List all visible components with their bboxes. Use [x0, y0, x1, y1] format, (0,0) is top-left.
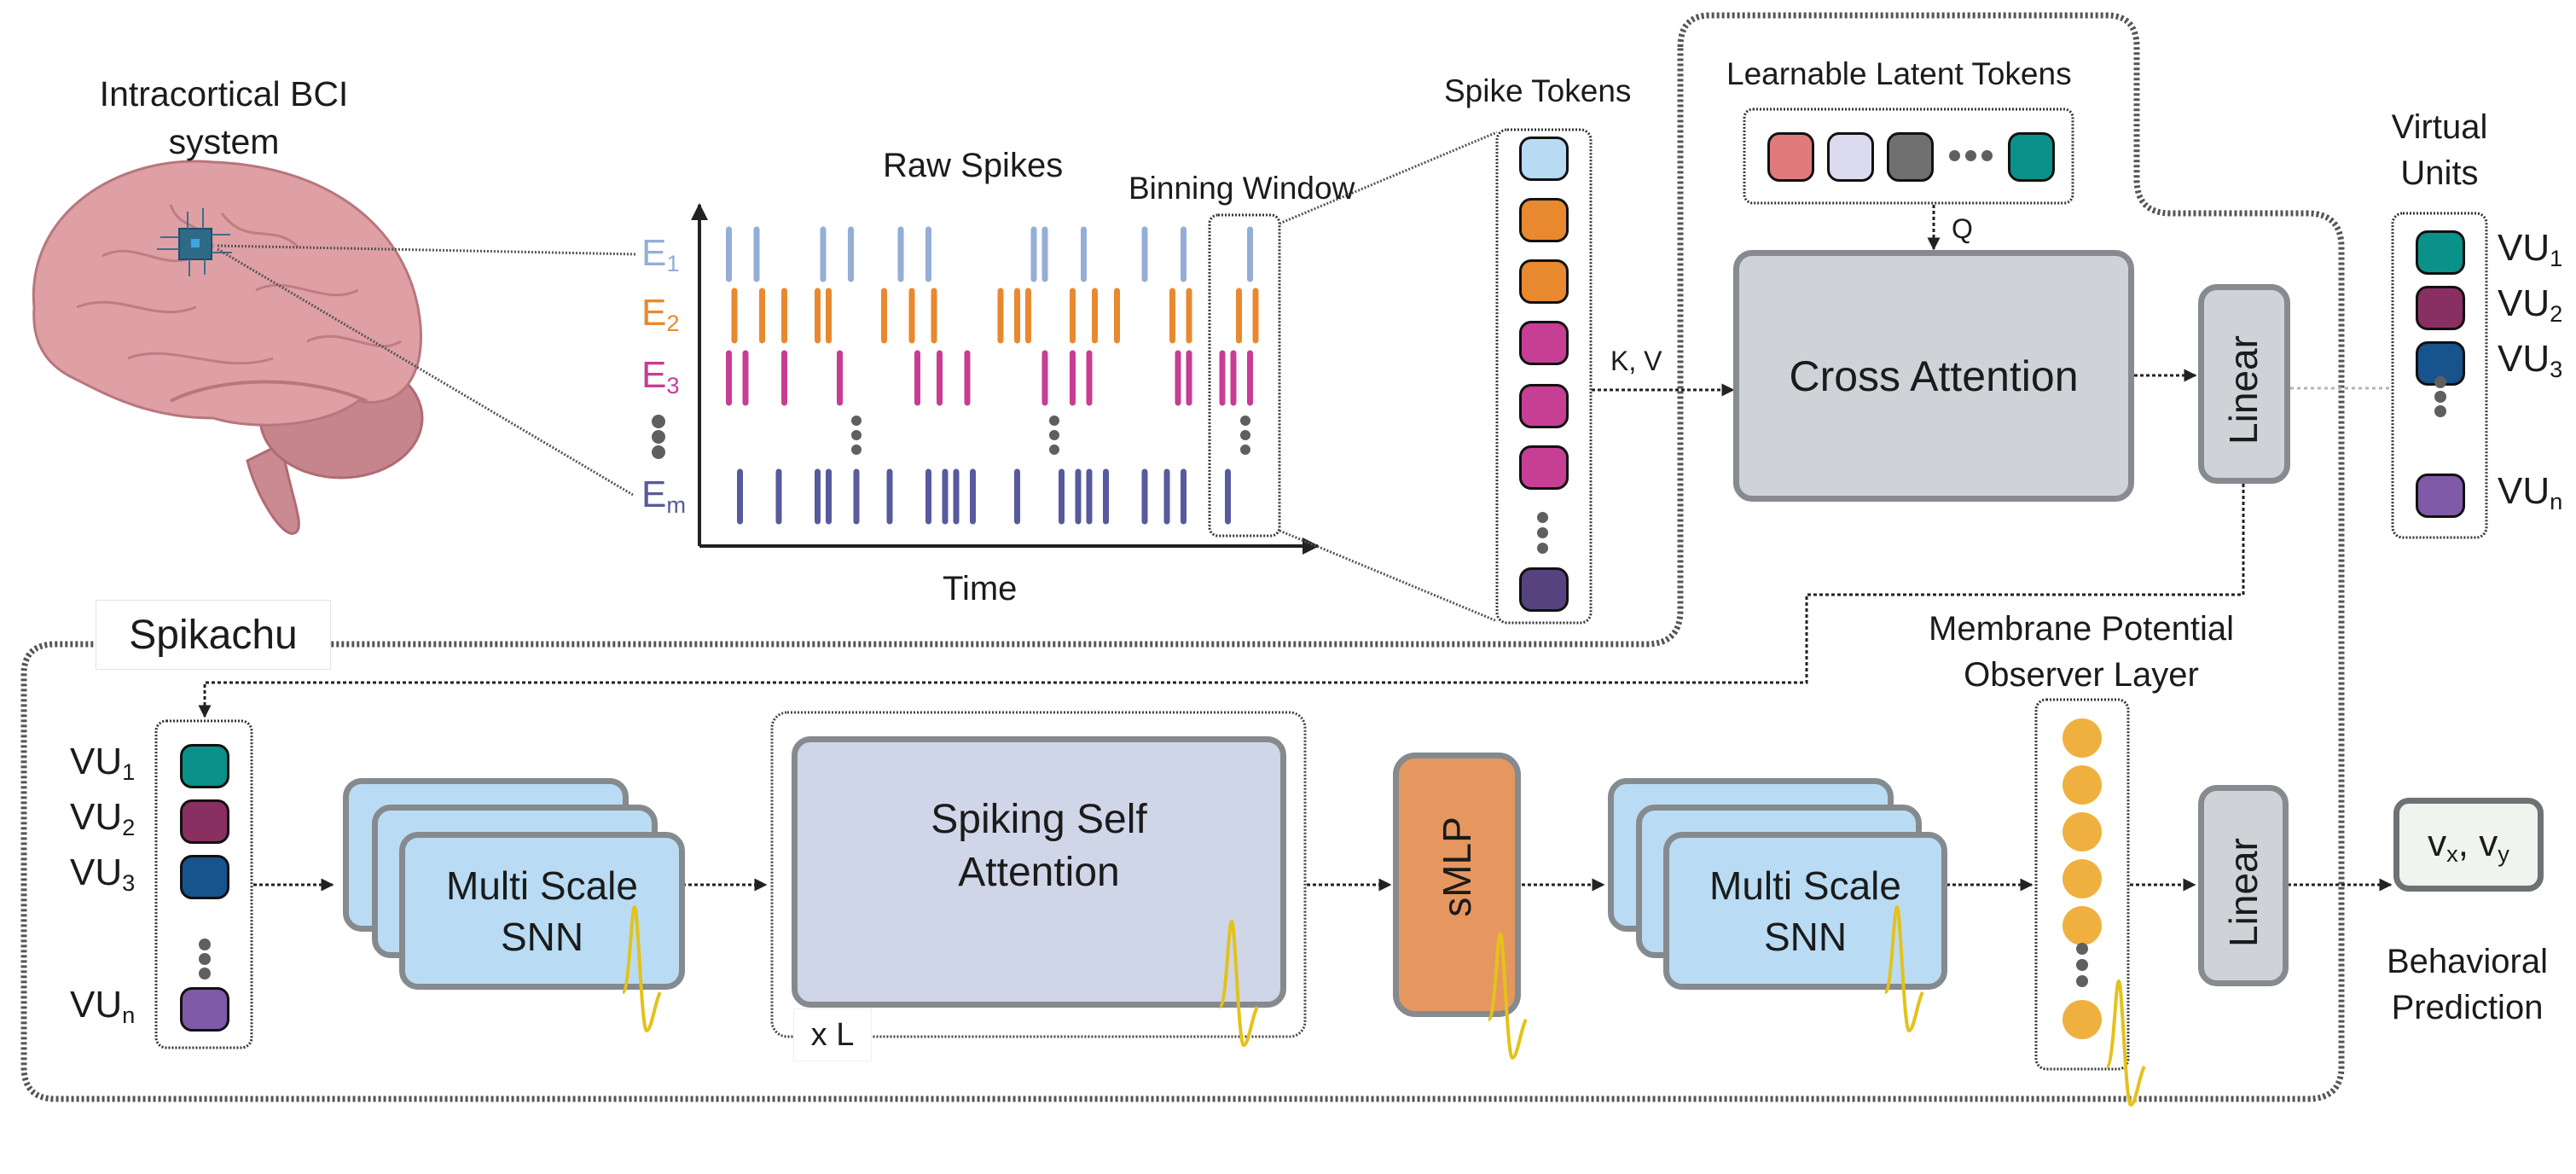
observer-title-line2: Observer Layer	[1964, 656, 2199, 694]
spikachu-title: Spikachu	[129, 612, 298, 658]
virtual-unit-label: VU2	[70, 796, 136, 840]
virtual-unit-label: VUn	[70, 984, 136, 1028]
observer-neuron	[2063, 765, 2102, 805]
spikachu-region-border	[20, 12, 2345, 1102]
spikachu-input-vu-container	[154, 719, 253, 1049]
linear-label-top: Linear	[2221, 335, 2266, 445]
virtual-unit-token	[180, 987, 229, 1032]
q-label: Q	[1952, 213, 1973, 244]
observer-title-line1: Membrane Potential	[1929, 610, 2234, 648]
kv-label: K, V	[1610, 346, 1662, 376]
brain-illustration	[32, 160, 424, 535]
virtual-units-title-line2: Units	[2400, 154, 2479, 192]
behavior-output-block[interactable]: vx, vy	[2393, 798, 2544, 892]
binning-to-tokens-bottom-line	[1279, 529, 1498, 623]
ms-snn-1-label-line2: SNN	[500, 914, 584, 959]
repeat-badge: x L	[793, 1008, 872, 1061]
latent-token	[1827, 132, 1874, 182]
electrode-label: E1	[641, 232, 680, 276]
repeat-label: x L	[810, 1016, 855, 1053]
latent-token	[1887, 132, 1934, 182]
spikachu-title-badge: Spikachu	[96, 600, 331, 670]
spiking-self-attention-block[interactable]: Spiking Self Attention	[792, 736, 1286, 1008]
latent-tokens-container	[1743, 108, 2074, 205]
virtual-unit-token	[180, 799, 229, 844]
virtual-unit-token	[2416, 230, 2465, 275]
raster-x-label: Time	[943, 570, 1018, 607]
bci-title: Intracortical BCI system	[51, 70, 397, 166]
latent-token	[2008, 132, 2055, 182]
electrode-label: E3	[641, 354, 680, 398]
cross-attention-block[interactable]: Cross Attention	[1733, 250, 2134, 502]
ms-snn-2-label-line2: SNN	[1763, 914, 1848, 959]
observer-layer-title: Membrane Potential Observer Layer	[1868, 606, 2295, 698]
virtual-units-title: Virtual Units	[2354, 104, 2525, 196]
virtual-unit-label: VU3	[2498, 338, 2563, 382]
virtual-unit-label: VUn	[2498, 470, 2563, 514]
virtual-unit-label: VU1	[2498, 227, 2563, 271]
chip-to-e1-line	[217, 244, 636, 256]
spike-token	[1519, 321, 1569, 365]
electrode-label: Em	[641, 474, 687, 518]
spike-token	[1519, 259, 1569, 304]
ms-snn-1-block[interactable]: Multi Scale SNN	[399, 832, 685, 990]
spike-token	[1519, 137, 1569, 181]
virtual-unit-token	[180, 855, 229, 899]
smlp-label: sMLP	[1435, 817, 1479, 917]
observer-neuron	[2063, 718, 2102, 758]
virtual-unit-token	[2416, 474, 2465, 518]
latent-tokens-title: Learnable Latent Tokens	[1726, 56, 2072, 91]
virtual-units-title-line1: Virtual	[2391, 108, 2488, 146]
observer-neuron	[2063, 906, 2102, 945]
latent-token	[1767, 132, 1814, 182]
ssa-repeat-container	[770, 711, 1307, 1038]
virtual-unit-label: VU2	[2498, 282, 2563, 327]
spike-token	[1519, 567, 1569, 612]
observer-neuron	[2063, 1000, 2102, 1039]
observer-neuron	[2063, 859, 2102, 898]
linear-block-bottom[interactable]: Linear	[2198, 785, 2289, 986]
spike-token	[1519, 198, 1569, 242]
spike-tokens-container	[1495, 128, 1593, 625]
raster-spikes	[726, 226, 1259, 525]
virtual-unit-token	[180, 744, 229, 788]
virtual-unit-token	[2416, 286, 2465, 330]
prediction-line1: Behavioral	[2386, 943, 2548, 980]
ssa-label-line1: Spiking Self	[931, 797, 1147, 842]
spike-token	[1519, 384, 1569, 428]
ssa-label-line2: Attention	[958, 850, 1120, 895]
bci-title-line2: system	[168, 122, 280, 161]
electrode-label: E2	[641, 292, 680, 336]
bci-title-line1: Intracortical BCI	[99, 74, 349, 113]
latent-to-spikachu-arrow	[198, 484, 2245, 718]
ms-snn-2-block[interactable]: Multi Scale SNN	[1663, 832, 1947, 990]
ms-snn-1-label-line1: Multi Scale	[446, 863, 638, 908]
cross-attention-label: Cross Attention	[1789, 352, 2079, 400]
virtual-unit-label: VU3	[70, 851, 136, 896]
behavioral-prediction-label: Behavioral Prediction	[2363, 939, 2572, 1031]
spike-tokens-title: Spike Tokens	[1444, 73, 1632, 108]
linear-block-top[interactable]: Linear	[2198, 284, 2290, 484]
binning-window	[1208, 213, 1281, 538]
binning-window-label: Binning Window	[1128, 171, 1355, 206]
observer-layer-container	[2034, 698, 2130, 1071]
prediction-line2: Prediction	[2391, 989, 2544, 1026]
observer-neuron	[2063, 812, 2102, 851]
spike-token	[1519, 445, 1569, 490]
raster-title: Raw Spikes	[883, 147, 1064, 184]
behavior-output-label: vx, vy	[2428, 822, 2509, 867]
smlp-block[interactable]: sMLP	[1393, 753, 1521, 1017]
virtual-unit-label: VU1	[70, 741, 136, 785]
raster-ellipsis-dots	[851, 416, 1250, 455]
ms-snn-2-label-line1: Multi Scale	[1709, 863, 1901, 908]
linear-label-bottom: Linear	[2221, 838, 2266, 947]
